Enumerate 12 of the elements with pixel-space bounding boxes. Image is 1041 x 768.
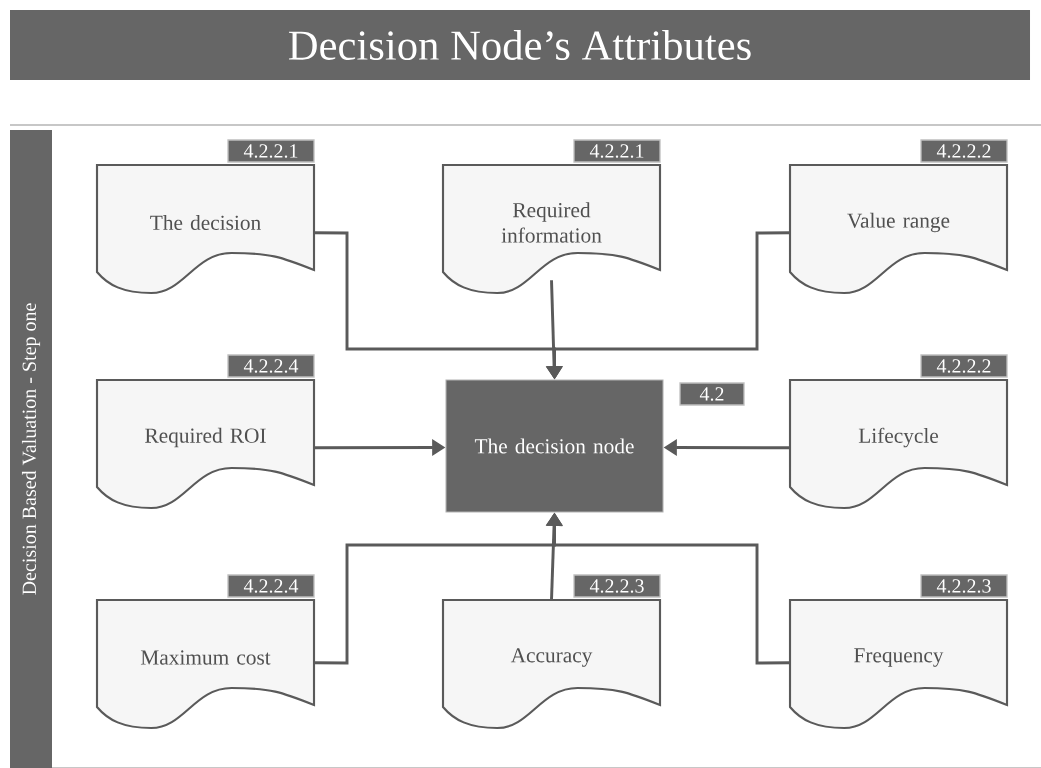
section-tag: 4.2.2.3 (920, 574, 1008, 598)
section-tag: 4.2.2.3 (573, 574, 661, 598)
section-tag: 4.2.2.4 (227, 354, 315, 378)
section-tag: 4.2 (679, 382, 745, 406)
title-band: Decision Node’s Attributes (10, 10, 1030, 80)
section-tag: 4.2.2.2 (920, 139, 1008, 163)
side-band: Decision Based Valuation - Step one (10, 130, 52, 768)
section-tag: 4.2.2.2 (920, 354, 1008, 378)
section-tag: 4.2.2.1 (227, 139, 315, 163)
section-tag: 4.2.2.4 (227, 574, 315, 598)
process-box: The decision node (445, 379, 664, 513)
section-tag: 4.2.2.1 (573, 139, 661, 163)
